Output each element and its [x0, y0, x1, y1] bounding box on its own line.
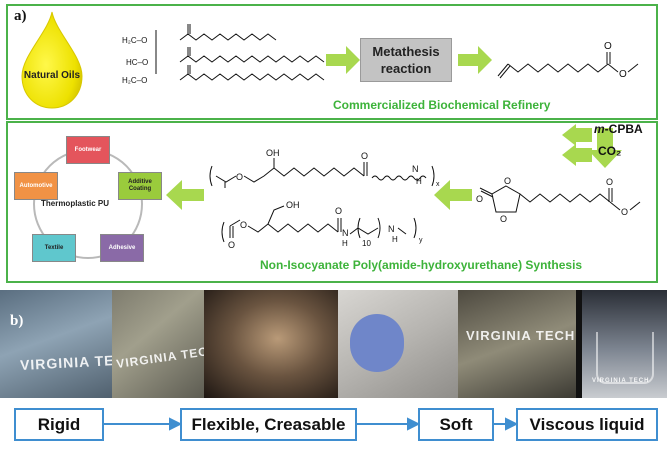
arrow-right-icon	[326, 46, 360, 74]
stage-soft: Soft	[418, 408, 494, 441]
svg-text:H: H	[392, 235, 398, 244]
svg-text:O: O	[240, 220, 247, 230]
natural-oils-label: Natural Oils	[23, 70, 81, 81]
photo-viscous-liquid: VIRGINIA TECH	[582, 290, 667, 398]
reagent-arrow-1-icon	[562, 124, 592, 146]
methyl-ester-structure: O O	[497, 41, 639, 80]
stage-viscous-liquid: Viscous liquid	[516, 408, 658, 441]
photo-soft-film	[338, 290, 458, 398]
svg-text:O: O	[236, 172, 243, 182]
wheel-node-additive-coating: Additive Coating	[118, 172, 162, 200]
wheel-node-automotive: Automotive	[14, 172, 58, 200]
refinery-caption: Commercialized Biochemical Refinery	[333, 98, 551, 112]
arrow-right-icon	[458, 46, 492, 74]
polymer-x-structure: O OH O N H x	[209, 148, 440, 188]
svg-text:y: y	[419, 237, 423, 244]
photo-soft-film-2: VIRGINIA TECH	[458, 290, 576, 398]
photo-viscous-watermark: VIRGINIA TECH	[592, 378, 650, 384]
reagent-mcpba-rest: -CPBA	[604, 122, 643, 136]
svg-text:OH: OH	[266, 148, 280, 158]
photo-soft-glove	[350, 314, 404, 372]
metathesis-line-1: Metathesis	[372, 44, 440, 59]
svg-text:O: O	[504, 176, 511, 186]
svg-text:O: O	[361, 151, 368, 161]
wheel-node-adhesive: Adhesive	[100, 234, 144, 262]
wheel-node-textile: Textile	[32, 234, 76, 262]
reagent-mcpba-prefix: m	[594, 122, 605, 136]
arrow-down-icon	[588, 128, 622, 168]
photo-viscous-beaker	[596, 332, 654, 384]
arrow-left-icon	[166, 180, 204, 210]
panel-b-label: b)	[10, 313, 24, 329]
metathesis-line-2: reaction	[380, 61, 432, 76]
photo-flexible-watermark: VIRGINIA TECH	[115, 342, 204, 372]
triglyceride-label-2: HC–O	[126, 58, 149, 67]
svg-text:N: N	[342, 228, 349, 238]
reagent-arrow-2-icon	[562, 144, 592, 166]
panel-a-label: a)	[14, 8, 27, 24]
svg-text:O: O	[604, 41, 612, 52]
polymer-y-structure: O O OH O N H 10 N H y	[221, 200, 423, 250]
photo-flexible-film: VIRGINIA TECH	[112, 290, 204, 398]
svg-text:O: O	[621, 207, 628, 217]
svg-text:O: O	[500, 214, 507, 224]
wheel-node-footwear: Footwear	[66, 136, 110, 164]
flow-connector-lines	[103, 417, 519, 431]
photo-rigid-film: VIRGINIA TECH	[0, 290, 112, 398]
reagent-co2: CO₂	[598, 144, 622, 158]
stage-flexible-creasable: Flexible, Creasable	[180, 408, 357, 441]
svg-text:H: H	[416, 177, 422, 186]
photo-soft-watermark: VIRGINIA TECH	[466, 328, 576, 343]
svg-text:O: O	[619, 69, 627, 80]
synthesis-caption: Non-Isocyanate Poly(amide-hydroxyurethan…	[260, 258, 583, 272]
wheel-center-label: Thermoplastic PU	[40, 199, 109, 208]
stage-rigid: Rigid	[14, 408, 104, 441]
svg-text:10: 10	[362, 239, 371, 248]
triglyceride-structure	[155, 24, 325, 81]
metathesis-reaction-box: Metathesis reaction	[360, 38, 452, 82]
cyclic-carbonate-structure: O O O O O	[476, 176, 641, 224]
reagent-mcpba: m-CPBA	[594, 122, 643, 136]
oil-drop-icon	[21, 11, 83, 109]
svg-text:O: O	[476, 194, 483, 204]
photo-creasable-film	[204, 290, 338, 398]
svg-text:H: H	[342, 239, 348, 248]
triglyceride-label-1: H₂C–O	[122, 36, 148, 45]
svg-text:N: N	[388, 224, 395, 234]
triglyceride-label-3: H₂C–O	[122, 76, 148, 85]
photo-rigid-watermark: VIRGINIA TECH	[19, 350, 112, 374]
svg-text:O: O	[606, 177, 613, 187]
svg-text:N: N	[412, 164, 419, 174]
svg-text:O: O	[228, 240, 235, 250]
arrow-left-icon	[434, 180, 472, 210]
svg-text:O: O	[335, 206, 342, 216]
svg-text:x: x	[436, 181, 440, 188]
svg-text:OH: OH	[286, 200, 300, 210]
